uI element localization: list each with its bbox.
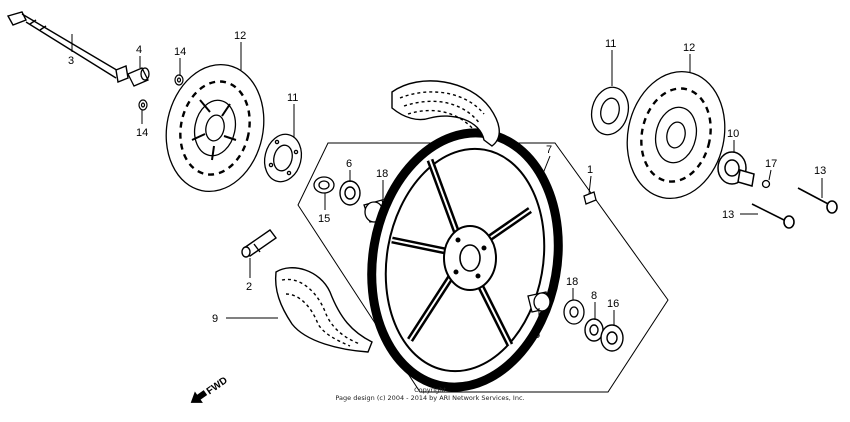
cast-wheel bbox=[367, 128, 563, 392]
callout-16: 16 bbox=[607, 298, 619, 310]
tire-upper bbox=[391, 80, 500, 147]
callout-10: 10 bbox=[727, 128, 739, 140]
brake-disc-right bbox=[626, 70, 726, 200]
callout-14-lower: 14 bbox=[136, 127, 148, 139]
callout-8: 8 bbox=[591, 290, 597, 302]
callout-4: 4 bbox=[136, 44, 142, 56]
callout-2: 2 bbox=[246, 281, 252, 293]
callout-1: 1 bbox=[587, 164, 593, 176]
bearing-right bbox=[563, 299, 585, 325]
hub-gasket-left bbox=[263, 133, 303, 183]
front-axle bbox=[6, 11, 129, 83]
callout-14-upper: 14 bbox=[174, 46, 186, 58]
valve-stem bbox=[241, 229, 277, 258]
callout-6: 6 bbox=[346, 158, 352, 170]
fwd-label: FWD bbox=[205, 375, 230, 397]
collar-right bbox=[527, 291, 551, 313]
copyright-notice: Copyright Page design (c) 2004 - 2014 by… bbox=[300, 386, 560, 402]
assembly-outline bbox=[297, 142, 669, 393]
callout-11-right: 11 bbox=[605, 38, 616, 50]
fwd-arrow-icon: FWD bbox=[190, 375, 230, 403]
balance-weight bbox=[583, 191, 597, 205]
hub-gasket-right bbox=[590, 86, 630, 136]
bolt-nut-lower bbox=[138, 99, 148, 111]
copyright-line-1: Copyright bbox=[414, 386, 446, 394]
callout-13-upper: 13 bbox=[814, 165, 826, 177]
gearbox-screw bbox=[761, 179, 771, 189]
callout-3: 3 bbox=[68, 55, 74, 67]
callout-11-left: 11 bbox=[287, 92, 298, 104]
callout-18-right: 18 bbox=[566, 276, 578, 288]
retainer-right bbox=[584, 318, 604, 342]
callout-12-left: 12 bbox=[234, 30, 246, 42]
speedometer-gearbox bbox=[717, 151, 755, 187]
callout-9: 9 bbox=[212, 313, 218, 325]
axle-spacer bbox=[127, 67, 150, 87]
axle-bolt-lower bbox=[751, 203, 795, 229]
callout-17: 17 bbox=[765, 158, 777, 170]
callout-18-left: 18 bbox=[376, 168, 388, 180]
copyright-line-2: Page design (c) 2004 - 2014 by ARI Netwo… bbox=[335, 394, 525, 402]
oil-seal-right bbox=[600, 324, 624, 352]
oil-seal-left bbox=[313, 176, 335, 194]
callout-12-right: 12 bbox=[683, 42, 695, 54]
bolt-nut-upper bbox=[174, 74, 184, 86]
tire-lower bbox=[274, 267, 373, 353]
axle-bolt-upper bbox=[797, 187, 838, 214]
bearing-left bbox=[339, 180, 361, 206]
callout-5: 5 bbox=[534, 329, 540, 341]
callout-7: 7 bbox=[546, 144, 552, 156]
leader-lines bbox=[71, 34, 823, 326]
brake-disc-left bbox=[165, 63, 265, 193]
callout-13-lower: 13 bbox=[722, 209, 734, 221]
callout-15: 15 bbox=[318, 213, 330, 225]
